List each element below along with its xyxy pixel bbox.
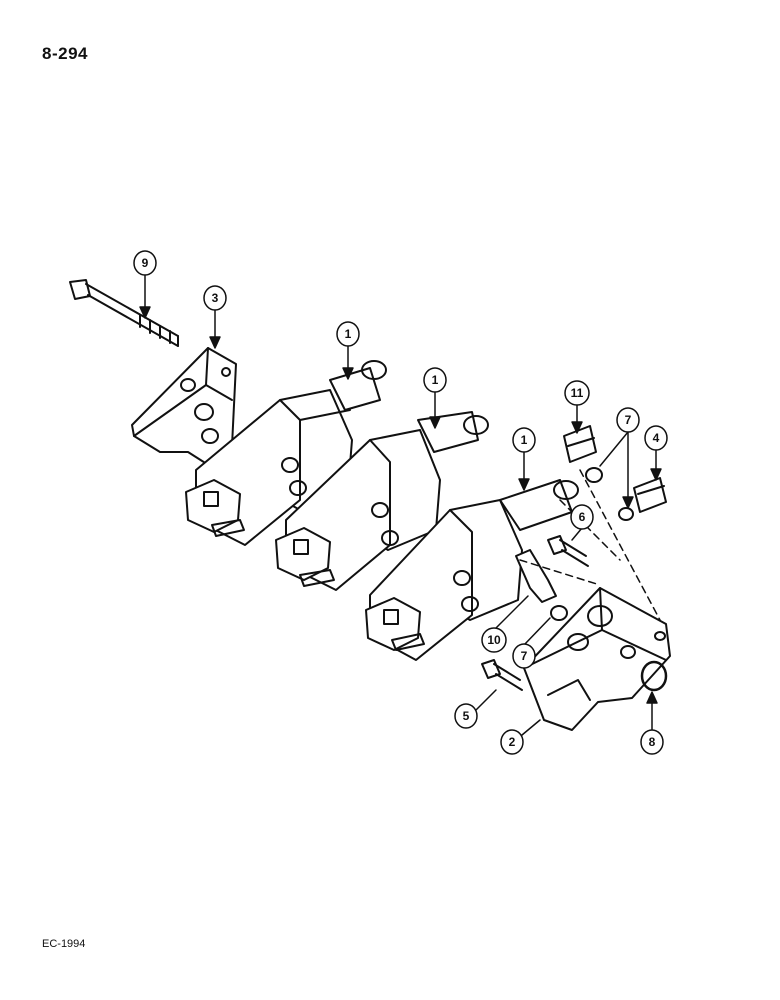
o-ring-part-7-upper — [585, 467, 603, 483]
o-ring-part-7-right — [618, 507, 634, 521]
callout-circle-9 — [133, 250, 157, 276]
o-ring-part-8 — [640, 660, 668, 692]
callout-label-2: 2 — [509, 735, 516, 749]
callout-circle-5 — [454, 703, 478, 729]
page-number: 8-294 — [42, 44, 88, 63]
callout-label-11: 11 — [571, 386, 584, 400]
callout-circle-8 — [640, 729, 664, 755]
callout-label-1c: 1 — [521, 433, 528, 447]
callout-circle-7a — [616, 407, 640, 433]
callout-label-9: 9 — [142, 256, 149, 270]
footer-code: EC-1994 — [42, 938, 86, 950]
callout-label-1b: 1 — [432, 373, 439, 387]
callout-circle-11 — [564, 380, 590, 406]
callout-circle-2 — [500, 729, 524, 755]
end-cover-part-3 — [131, 347, 237, 467]
bolt-part-5 — [481, 659, 523, 691]
callout-label-7a: 7 — [625, 413, 632, 427]
o-ring-part-7-lower — [550, 605, 568, 621]
callout-label-3: 3 — [212, 291, 219, 305]
callout-leaders — [139, 274, 662, 741]
callout-circles — [133, 250, 668, 755]
bolt-part-6 — [547, 535, 589, 567]
alignment-lines — [519, 469, 661, 621]
elbow-part-10 — [515, 549, 557, 603]
callout-label-7b: 7 — [521, 649, 528, 663]
fitting-part-4 — [633, 477, 667, 513]
plug-part-11 — [563, 425, 597, 463]
callout-circle-1c — [512, 427, 536, 453]
callout-label-4: 4 — [653, 431, 660, 445]
callout-circle-1b — [423, 367, 447, 393]
tie-bolt-part-9 — [69, 279, 179, 347]
callout-label-6: 6 — [579, 510, 586, 524]
callout-circle-10 — [481, 627, 507, 653]
callout-circle-3 — [203, 285, 227, 311]
callout-circle-6 — [570, 504, 594, 530]
callout-circle-7b — [512, 643, 536, 669]
callout-label-10: 10 — [487, 633, 501, 647]
callout-circle-4 — [644, 425, 668, 451]
valve-section-part-1-c — [365, 479, 579, 661]
inlet-cover-part-2 — [523, 587, 671, 731]
callout-circle-1a — [336, 321, 360, 347]
callout-label-1a: 1 — [345, 327, 352, 341]
callout-label-8: 8 — [649, 735, 656, 749]
callout-label-5: 5 — [463, 709, 470, 723]
